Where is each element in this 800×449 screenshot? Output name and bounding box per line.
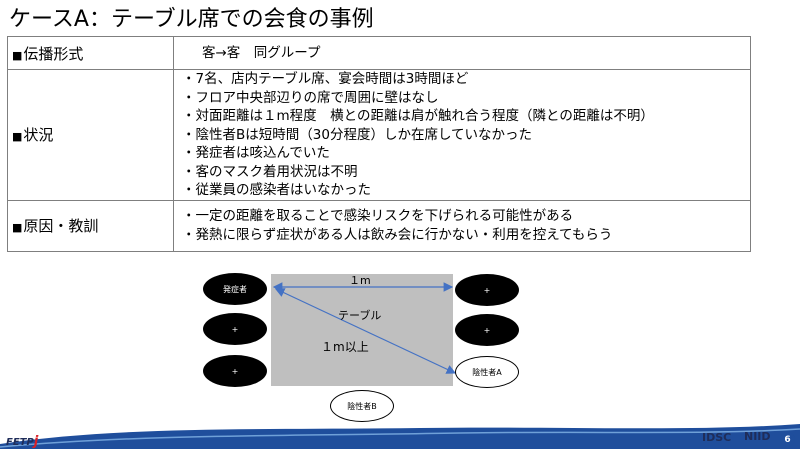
list-item: 従業員の感染者はいなかった — [182, 181, 750, 200]
list-item: 客のマスク着用状況は不明 — [182, 163, 750, 182]
patient-seat: 発症者 — [203, 273, 267, 305]
table-label: テーブル — [338, 309, 382, 322]
heading-label: 原因・教訓 — [23, 217, 99, 235]
diagonal-label: １m以上 — [321, 340, 369, 354]
case-info-table: ■伝播形式 客→客 同グループ ■状況 7名、店内テーブル席、宴会時間は3時間ほ… — [7, 36, 751, 252]
fetp-logo: FETPj — [6, 434, 38, 449]
negative-b-seat: 陰性者B — [330, 390, 394, 422]
table-row: ■状況 7名、店内テーブル席、宴会時間は3時間ほど フロア中央部辺りの席で周囲に… — [7, 69, 751, 201]
table-row: ■伝播形式 客→客 同グループ — [7, 36, 751, 70]
guest-seat: + — [203, 313, 267, 345]
negative-a-seat: 陰性者A — [455, 356, 519, 388]
list-item: 7名、店内テーブル席、宴会時間は3時間ほど — [182, 70, 750, 89]
page-number: 6 — [780, 432, 795, 447]
row-heading: ■原因・教訓 — [7, 199, 174, 252]
list-item: 発熱に限らず症状がある人は飲み会に行かない・利用を控えてもらう — [182, 226, 750, 245]
heading-label: 伝播形式 — [23, 44, 84, 63]
guest-seat: + — [203, 355, 267, 387]
row-body: 7名、店内テーブル席、宴会時間は3時間ほど フロア中央部辺りの席で周囲に壁はなし… — [173, 69, 751, 201]
guest-seat: + — [455, 274, 519, 306]
list-item: 発症者は咳込んでいた — [182, 144, 750, 163]
fetp-logo-j: j — [33, 434, 39, 449]
width-label: １m — [349, 274, 371, 287]
list-item: フロア中央部辺りの席で周囲に壁はなし — [182, 89, 750, 108]
fetp-logo-text: FETP — [6, 437, 34, 448]
list-item: 対面距離は１m程度 横との距離は肩が触れ合う程度（隣との距離は不明） — [182, 107, 750, 126]
table-row: ■原因・教訓 一定の距離を取ることで感染リスクを下げられる可能性がある 発熱に限… — [7, 199, 751, 252]
list-item: 陰性者Bは短時間（30分程度）しか在席していなかった — [182, 126, 750, 145]
guest-seat: + — [455, 314, 519, 346]
slide-title: ケースA：テーブル席での会食の事例 — [9, 7, 374, 32]
diagonal-arrow — [274, 288, 457, 374]
list-item: 一定の距離を取ることで感染リスクを下げられる可能性がある — [182, 207, 750, 226]
heading-label: 状況 — [23, 126, 54, 145]
row-body: 一定の距離を取ることで感染リスクを下げられる可能性がある 発熱に限らず症状がある… — [173, 199, 751, 252]
row-heading: ■状況 — [7, 69, 174, 201]
row-body: 客→客 同グループ — [173, 36, 751, 70]
square-marker: ■ — [12, 130, 23, 144]
row-heading: ■伝播形式 — [7, 36, 174, 70]
footer-wave — [0, 424, 800, 449]
transmission-text: 客→客 同グループ — [202, 44, 321, 61]
square-marker: ■ — [12, 48, 23, 62]
niid-logo: NIID — [744, 430, 771, 443]
square-marker: ■ — [12, 221, 23, 234]
idsc-logo: IDSC — [702, 431, 732, 444]
